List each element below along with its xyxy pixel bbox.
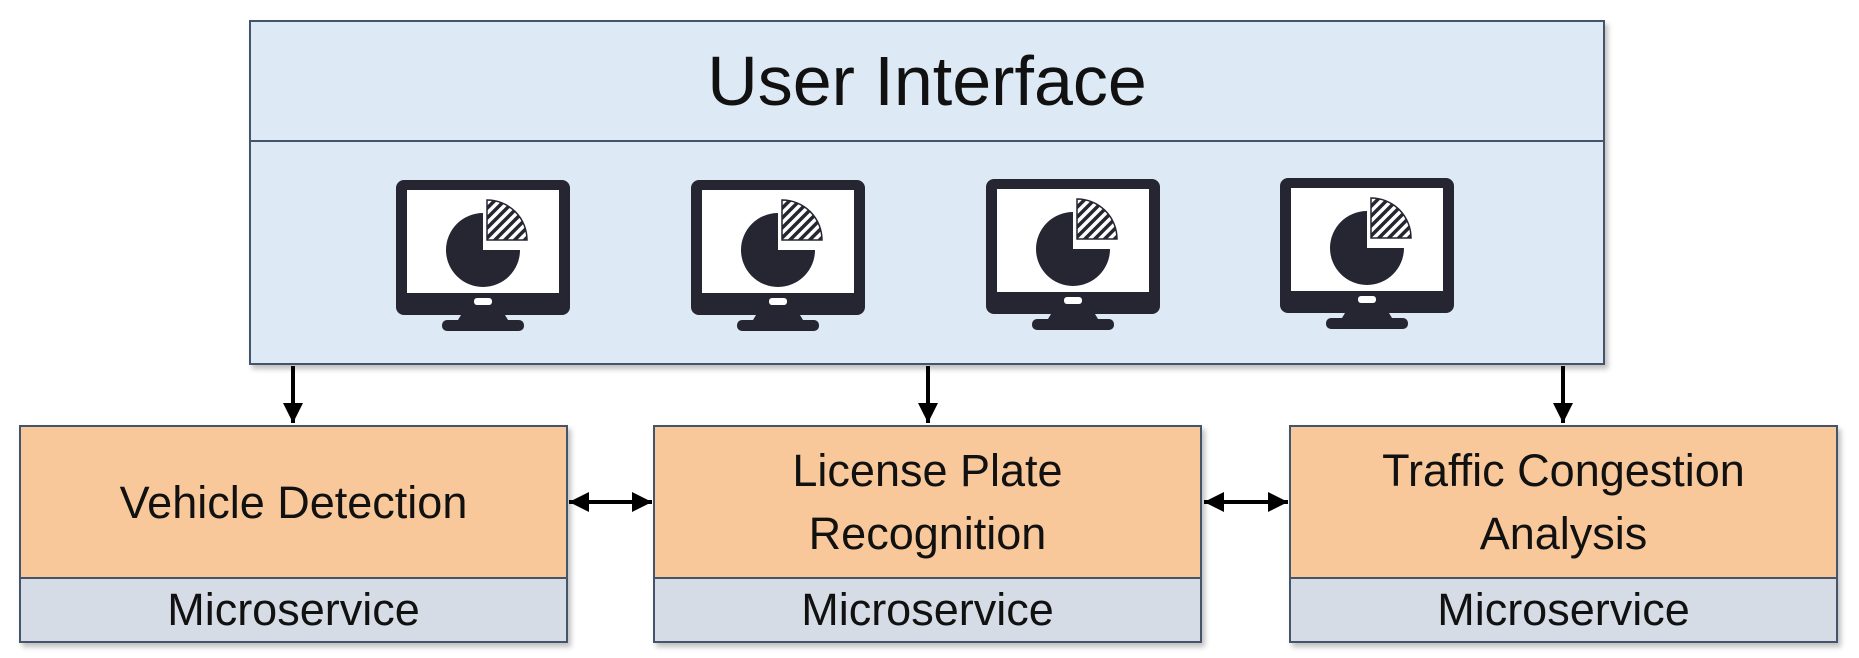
monitor-pie-chart-icon [396, 180, 570, 331]
service-type-label: Microservice [1291, 579, 1836, 641]
monitor-pie-chart-icon [691, 180, 865, 331]
monitor-pie-chart-icon [986, 179, 1160, 330]
user-interface-title: User Interface [251, 22, 1603, 142]
service-type-label: Microservice [21, 579, 566, 641]
service-name: Vehicle Detection [21, 427, 566, 579]
vehicle-detection-service: Vehicle Detection Microservice [19, 425, 568, 643]
service-name: Traffic Congestion Analysis [1291, 427, 1836, 579]
traffic-congestion-analysis-service: Traffic Congestion Analysis Microservice [1289, 425, 1838, 643]
monitor-pie-chart-icon [1280, 178, 1454, 329]
service-name: License Plate Recognition [655, 427, 1200, 579]
service-type-label: Microservice [655, 579, 1200, 641]
license-plate-recognition-service: License Plate Recognition Microservice [653, 425, 1202, 643]
